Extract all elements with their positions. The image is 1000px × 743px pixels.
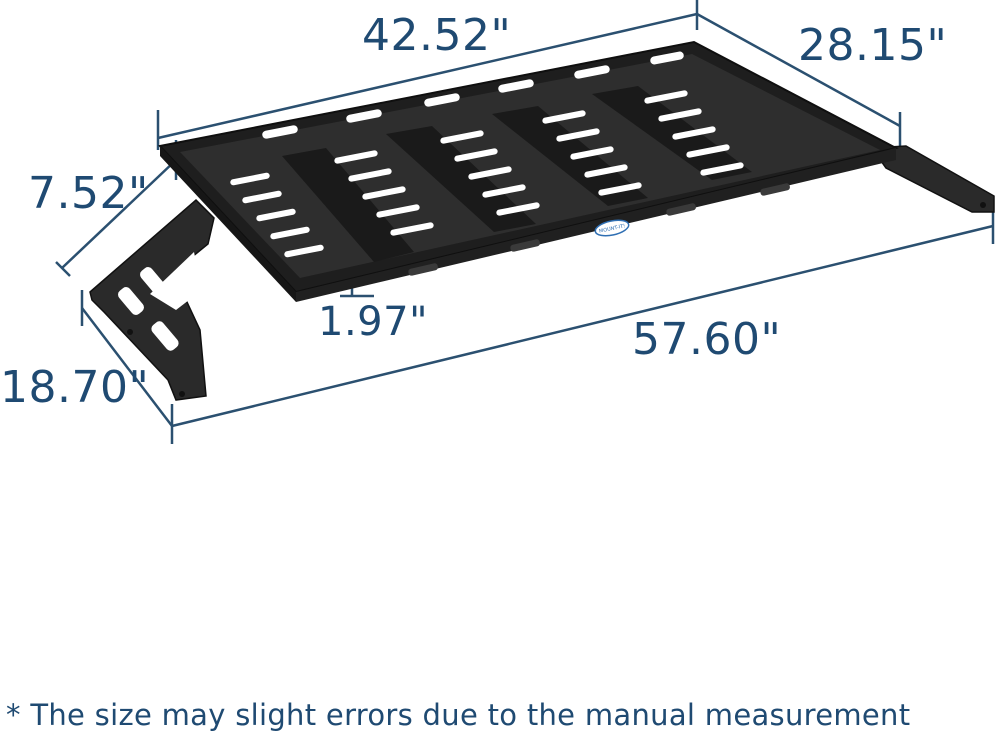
product-logo-badge: MOUNT-IT! [594, 219, 630, 237]
dimension-label-overall-width: 57.60" [632, 314, 782, 365]
dim-line-side [696, 12, 901, 128]
cross-bar-1 [282, 148, 414, 262]
cross-bar-2 [386, 126, 536, 232]
shelf-front-face [160, 146, 296, 302]
dimension-label-frame-height: 1.97" [318, 299, 428, 345]
floor-slots [230, 90, 744, 258]
dimension-label-side-depth: 28.15" [798, 20, 948, 71]
shelf-tray [158, 40, 899, 302]
dim-line-top [157, 12, 698, 140]
product-logo-text: MOUNT-IT! [599, 223, 626, 234]
dim-line-bracket [81, 307, 173, 427]
rim-slots [262, 51, 790, 276]
left-bracket [89, 198, 215, 401]
cross-bar-3 [492, 106, 648, 206]
cross-bar-4 [592, 86, 752, 180]
measurement-footnote: * The size may slight errors due to the … [6, 698, 911, 732]
dim-line-width [171, 224, 994, 428]
shelf-front-long [296, 148, 896, 302]
dimension-label-bracket-height: 18.70" [0, 362, 150, 413]
dimension-label-top-length: 42.52" [362, 10, 512, 61]
dim-tick-left-b [55, 261, 71, 277]
dimension-label-left-depth: 7.52" [28, 168, 149, 219]
dim-line-left [61, 159, 177, 269]
right-bracket [870, 145, 995, 213]
